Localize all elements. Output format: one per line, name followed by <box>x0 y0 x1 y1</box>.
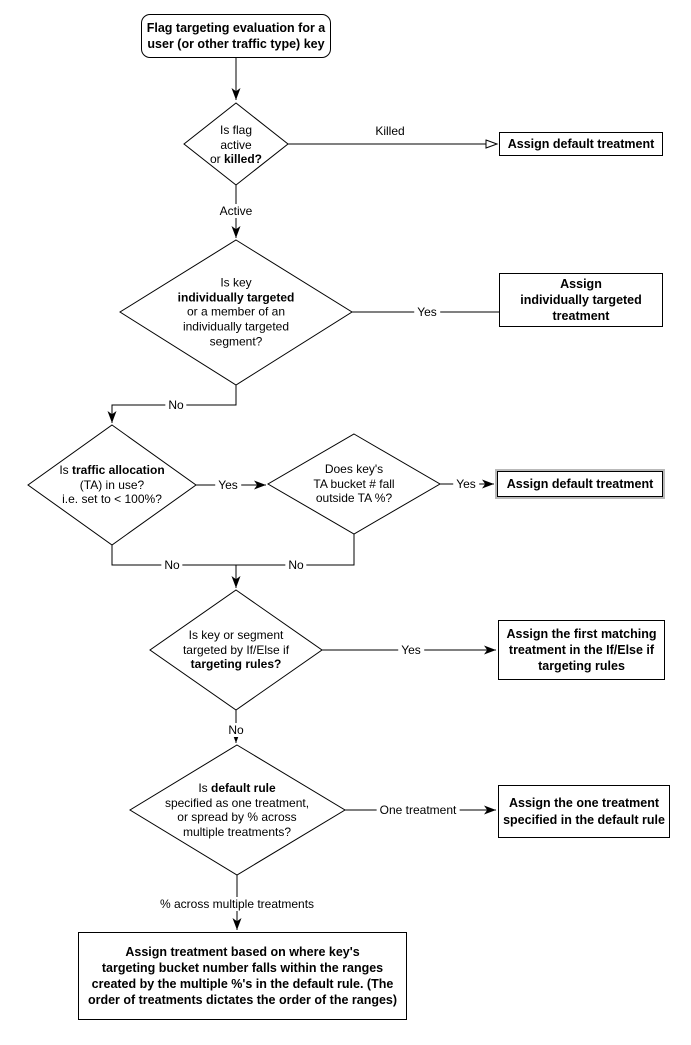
decision-default-rule-shape <box>129 744 346 876</box>
outcome-default-treatment-ta: Assign default treatment <box>497 471 663 497</box>
text-line: or <box>209 152 224 167</box>
start-node: Flag targeting evaluation for a user (or… <box>141 14 331 58</box>
outcome-text-line: specified in the default rule <box>503 812 665 827</box>
text-line-bold: killed? <box>224 152 263 167</box>
outcome-text-line: Assign default treatment <box>507 136 655 151</box>
text-line: Is key or segment <box>188 628 284 643</box>
decision-traffic-allocation-shape <box>27 424 197 546</box>
edge-label-no-ta: No <box>161 558 183 572</box>
text-line: Is <box>59 463 72 478</box>
text-line: Is flag <box>219 123 252 138</box>
decision-individually-targeted-shape <box>119 239 353 386</box>
edge-label-no-individual: No <box>165 398 187 412</box>
edge-label-yes-ta: Yes <box>215 478 241 492</box>
edge-label-yes-individual: Yes <box>414 305 440 319</box>
decision-targeting-rules-text: Is key or segment targeted by If/Else if… <box>183 628 289 672</box>
decision-traffic-allocation-text: Is traffic allocation (TA) in use? i.e. … <box>59 463 164 507</box>
outcome-text-line: targeting rules <box>538 659 625 674</box>
edge-label-pct-multiple: % across multiple treatments <box>156 897 318 911</box>
outcome-text-line: targeting bucket number falls within the… <box>101 960 384 975</box>
decision-flag-active-shape <box>183 102 289 186</box>
text-line: targeted by If/Else if <box>182 642 290 657</box>
decision-flag-active-text: Is flag active or killed? <box>210 123 262 167</box>
decision-ta-bucket-shape <box>267 433 441 535</box>
text-line-bold: traffic allocation <box>71 463 165 478</box>
edge-label-active: Active <box>216 204 256 218</box>
text-line: active <box>220 137 252 152</box>
text-line: or spread by % across <box>177 810 297 824</box>
text-line-bold: default rule <box>210 780 276 795</box>
text-line: Does key's <box>324 462 384 477</box>
edge-label-no-bucket: No <box>285 558 307 572</box>
outcome-text-line: created by the multiple %'s in the defau… <box>91 977 394 991</box>
text-line: Is key <box>220 275 252 290</box>
text-line: TA bucket # fall <box>313 476 395 491</box>
text-line: specified as one treatment, <box>164 795 310 810</box>
outcome-default-treatment-killed: Assign default treatment <box>499 132 663 156</box>
edge-label-yes-rules: Yes <box>398 643 424 657</box>
start-node-line: user (or other traffic type) key <box>147 37 325 51</box>
edge-label-killed: Killed <box>372 124 408 138</box>
decision-shapes <box>27 102 441 876</box>
outcome-text-line: treatment <box>552 309 610 324</box>
text-line-bold: individually targeted <box>177 290 295 305</box>
text-line: i.e. set to < 100%? <box>62 492 162 507</box>
text-line-bold: targeting rules? <box>190 657 282 672</box>
edge-label-yes-bucket: Yes <box>453 477 479 491</box>
outcome-text-line: treatment in the If/Else if <box>508 642 655 657</box>
text-line: (TA) in use? <box>79 477 145 492</box>
outcome-text-line: Assign <box>560 276 602 291</box>
text-line: segment? <box>209 333 263 348</box>
decision-default-rule-text: Is default rule specified as one treatme… <box>165 781 309 840</box>
edge-label-no-rules: No <box>225 723 247 737</box>
outcome-text-line: Assign the one treatment <box>508 796 660 811</box>
outcome-bucket-range-treatment: Assign treatment based on where key's ta… <box>78 932 407 1020</box>
outcome-text-line: individually targeted <box>520 292 642 307</box>
outcome-first-matching-treatment: Assign the first matching treatment in t… <box>498 620 665 680</box>
edge-label-one-treatment: One treatment <box>376 803 460 817</box>
start-node-line: Flag targeting evaluation for a <box>146 20 326 35</box>
text-line: outside TA %? <box>315 491 393 506</box>
text-line: or a member of an <box>186 304 286 319</box>
edge-no-bucket <box>236 534 355 566</box>
outcome-text-line: order of treatments dictates the order o… <box>87 993 398 1008</box>
decision-ta-bucket-text: Does key's TA bucket # fall outside TA %… <box>313 462 394 506</box>
text-line: Is <box>198 780 211 795</box>
outcome-individually-targeted-treatment: Assign individually targeted treatment <box>499 273 663 327</box>
edge-no-ta <box>111 545 237 566</box>
outcome-one-treatment-default-rule: Assign the one treatment specified in th… <box>498 785 670 838</box>
decision-targeting-rules-shape <box>149 589 323 711</box>
decision-individually-targeted-text: Is key individually targeted or a member… <box>178 275 295 348</box>
text-line: multiple treatments? <box>182 824 292 839</box>
text-line: individually targeted <box>182 319 290 334</box>
outcome-text-line: Assign default treatment <box>506 476 654 491</box>
outcome-text-line: Assign treatment based on where key's <box>125 944 360 959</box>
outcome-text-line: Assign the first matching <box>506 626 657 641</box>
